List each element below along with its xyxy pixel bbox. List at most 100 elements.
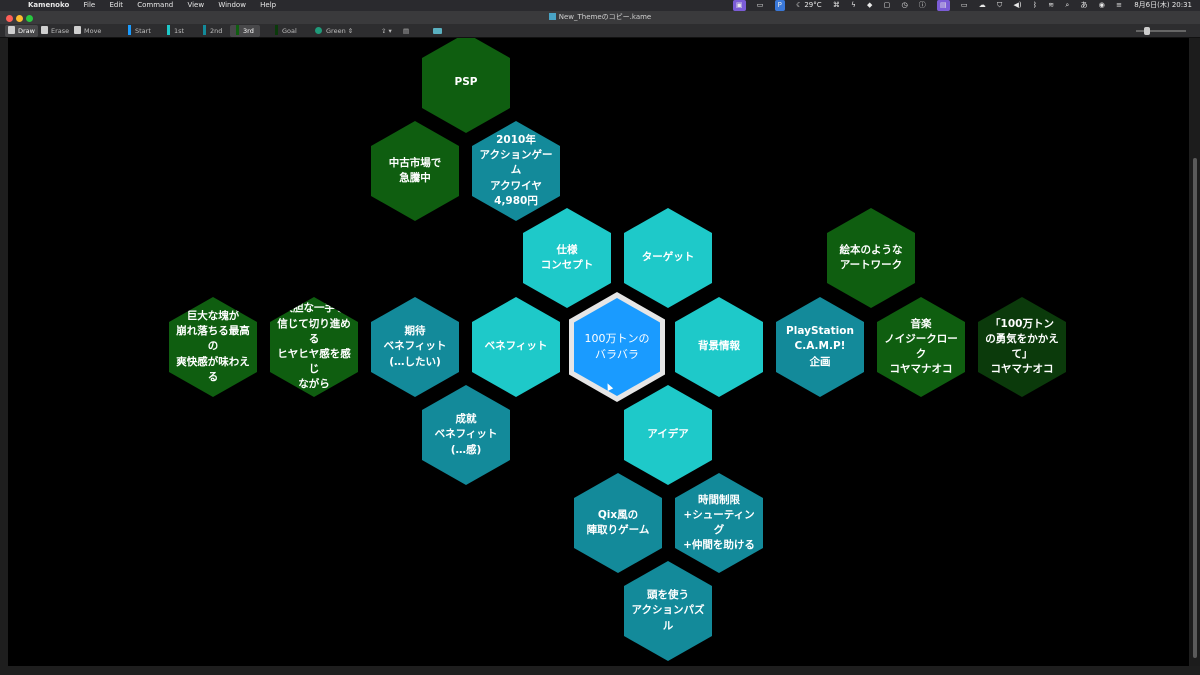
menu-file[interactable]: File [83, 1, 96, 9]
monitor-icon[interactable]: ▢ [883, 1, 891, 9]
hex-canvas[interactable]: PSP 中古市場で 急騰中 2010年 アクションゲーム アクワイヤ 4,980… [8, 38, 1189, 666]
wifi-off-icon[interactable]: ≋ [1048, 1, 1055, 9]
hex-action-puzzle[interactable]: 頭を使う アクションパズル [624, 561, 712, 661]
trash-icon [41, 26, 48, 34]
user-icon[interactable]: ◉ [1098, 1, 1105, 9]
share-button[interactable]: ⇪ ▾ [378, 25, 395, 37]
clock-icon[interactable]: ◷ [901, 1, 908, 9]
color-label: Green [326, 27, 346, 35]
bluetooth-icon[interactable]: ᛒ [1032, 1, 1038, 9]
menu-edit[interactable]: Edit [109, 1, 124, 9]
status-app-icon[interactable]: ▣ [732, 0, 746, 11]
image-button[interactable] [430, 25, 448, 37]
menu-help[interactable]: Help [260, 1, 277, 9]
hex-benefit[interactable]: ベネフィット [472, 297, 560, 397]
level-swatch [203, 25, 206, 35]
share-icon: ⇪ ▾ [381, 27, 392, 35]
hex-used-market[interactable]: 中古市場で 急騰中 [371, 121, 459, 221]
menu-window[interactable]: Window [218, 1, 246, 9]
window-bottom-edge [0, 666, 1200, 675]
level-2nd-button[interactable]: 2nd [200, 25, 225, 37]
hex-background-info[interactable]: 背景情報 [675, 297, 763, 397]
hex-song-goal[interactable]: 「100万トン の勇気をかかえ て」 コヤマナオコ [978, 297, 1066, 397]
volume-icon[interactable]: ◀) [1013, 1, 1022, 9]
move-icon [74, 26, 81, 34]
close-window-button[interactable] [6, 15, 13, 22]
notes-icon: ▤ [403, 27, 410, 35]
level-swatch [275, 25, 278, 35]
vertical-scrollbar[interactable] [1190, 38, 1200, 666]
level-label: Goal [282, 27, 297, 35]
notes-button[interactable]: ▤ [400, 25, 412, 37]
hex-spec-concept[interactable]: 仕様 コンセプト [523, 208, 611, 308]
hex-music[interactable]: 音楽 ノイジークローク コヤマナオコ [877, 297, 965, 397]
temperature[interactable]: 29°C [804, 1, 822, 9]
menubar: Kamenoko File Edit Command View Window H… [0, 0, 1200, 11]
search-icon[interactable]: ⌕ [1065, 1, 1070, 9]
level-swatch [236, 25, 239, 35]
hex-time-limit[interactable]: 時間制限 +シューティング +仲間を助ける [675, 473, 763, 573]
level-start-button[interactable]: Start [125, 25, 154, 37]
hex-expect-benefit[interactable]: 期待 ベネフィット (…したい) [371, 297, 459, 397]
status-area: ▣ ▭ P ☾29°C ⌘ ϟ ◆ ▢ ◷ ⓘ ▤ ▭ ☁ ⛉ ◀) ᛒ ≋ ⌕… [724, 0, 1192, 11]
hex-picture-book[interactable]: 絵本のような アートワーク [827, 208, 915, 308]
menubar-clock[interactable]: 8月6日(木) 20:31 [1134, 1, 1192, 9]
draw-tool-button[interactable]: Draw [5, 25, 38, 37]
control-center-icon[interactable]: ≡ [1116, 1, 1122, 9]
level-swatch [128, 25, 131, 35]
cloud-icon[interactable]: ☁ [978, 1, 986, 9]
hex-qix[interactable]: Qix風の 陣取りゲーム [574, 473, 662, 573]
window-title: New_Themeのコピー.kame [558, 13, 652, 21]
battery-icon[interactable]: ▭ [960, 1, 968, 9]
info-icon[interactable]: ⓘ [918, 1, 926, 9]
hex-huge-mass[interactable]: 巨大な塊が 崩れ落ちる最高の 爽快感が味わえる [169, 297, 257, 397]
menu-command[interactable]: Command [137, 1, 174, 9]
erase-label: Erase [51, 27, 70, 35]
erase-tool-button[interactable]: Erase [38, 25, 72, 37]
minimize-window-button[interactable] [16, 15, 23, 22]
chevron-updown-icon: ⇕ [347, 27, 354, 35]
hex-playstation-camp[interactable]: PlayStation C.A.M.P! 企画 [776, 297, 864, 397]
image-icon [433, 28, 442, 34]
window-titlebar: New_Themeのコピー.kame [0, 11, 1200, 24]
level-label: 2nd [210, 27, 223, 35]
hex-aquaiya[interactable]: 2010年 アクションゲーム アクワイヤ 4,980円 [472, 121, 560, 221]
text-input-icon[interactable]: あ [1080, 1, 1088, 9]
level-label: Start [135, 27, 151, 35]
menubar-menus: Kamenoko File Edit Command View Window H… [28, 0, 288, 11]
weather-icon[interactable]: ☾ [796, 1, 803, 9]
zoom-slider[interactable] [1136, 27, 1186, 35]
menu-view[interactable]: View [187, 1, 205, 9]
level-goal-button[interactable]: Goal [272, 25, 300, 37]
draw-label: Draw [18, 27, 35, 35]
document-icon [548, 13, 556, 20]
move-label: Move [84, 27, 102, 35]
hex-psp[interactable]: PSP [422, 38, 510, 133]
level-swatch [167, 25, 170, 35]
move-tool-button[interactable]: Move [71, 25, 104, 37]
level-1st-button[interactable]: 1st [164, 25, 187, 37]
command-icon[interactable]: ⌘ [832, 1, 840, 9]
menu-app[interactable]: Kamenoko [28, 1, 70, 9]
hex-target[interactable]: ターゲット [624, 208, 712, 308]
hex-idea[interactable]: アイデア [624, 385, 712, 485]
dropbox-icon[interactable]: ◆ [866, 1, 873, 9]
screens-icon[interactable]: ▤ [937, 0, 950, 11]
zoom-window-button[interactable] [26, 15, 33, 22]
pencil-icon [8, 26, 15, 34]
hex-achieve-benefit[interactable]: 成就 ベネフィット (…感) [422, 385, 510, 485]
zoom-slider-knob[interactable] [1144, 27, 1150, 35]
toolbar: Draw Erase Move Start 1st 2nd 3rd Goal G… [0, 24, 1200, 38]
scrollbar-thumb[interactable] [1193, 158, 1197, 658]
status-display-icon[interactable]: ▭ [756, 1, 764, 9]
bolt-icon[interactable]: ϟ [851, 1, 856, 9]
color-select[interactable]: Green ⇕ [312, 25, 356, 37]
hex-bold-move[interactable]: 大胆な一手を 信じて切り進める ヒヤヒヤ感を感じ ながら [270, 297, 358, 397]
status-p-icon[interactable]: P [774, 0, 785, 11]
level-label: 1st [174, 27, 185, 35]
color-dot [315, 27, 322, 34]
shield-icon[interactable]: ⛉ [996, 1, 1003, 9]
level-label: 3rd [243, 27, 254, 35]
window-controls [6, 14, 36, 27]
level-3rd-button[interactable]: 3rd [230, 25, 260, 37]
